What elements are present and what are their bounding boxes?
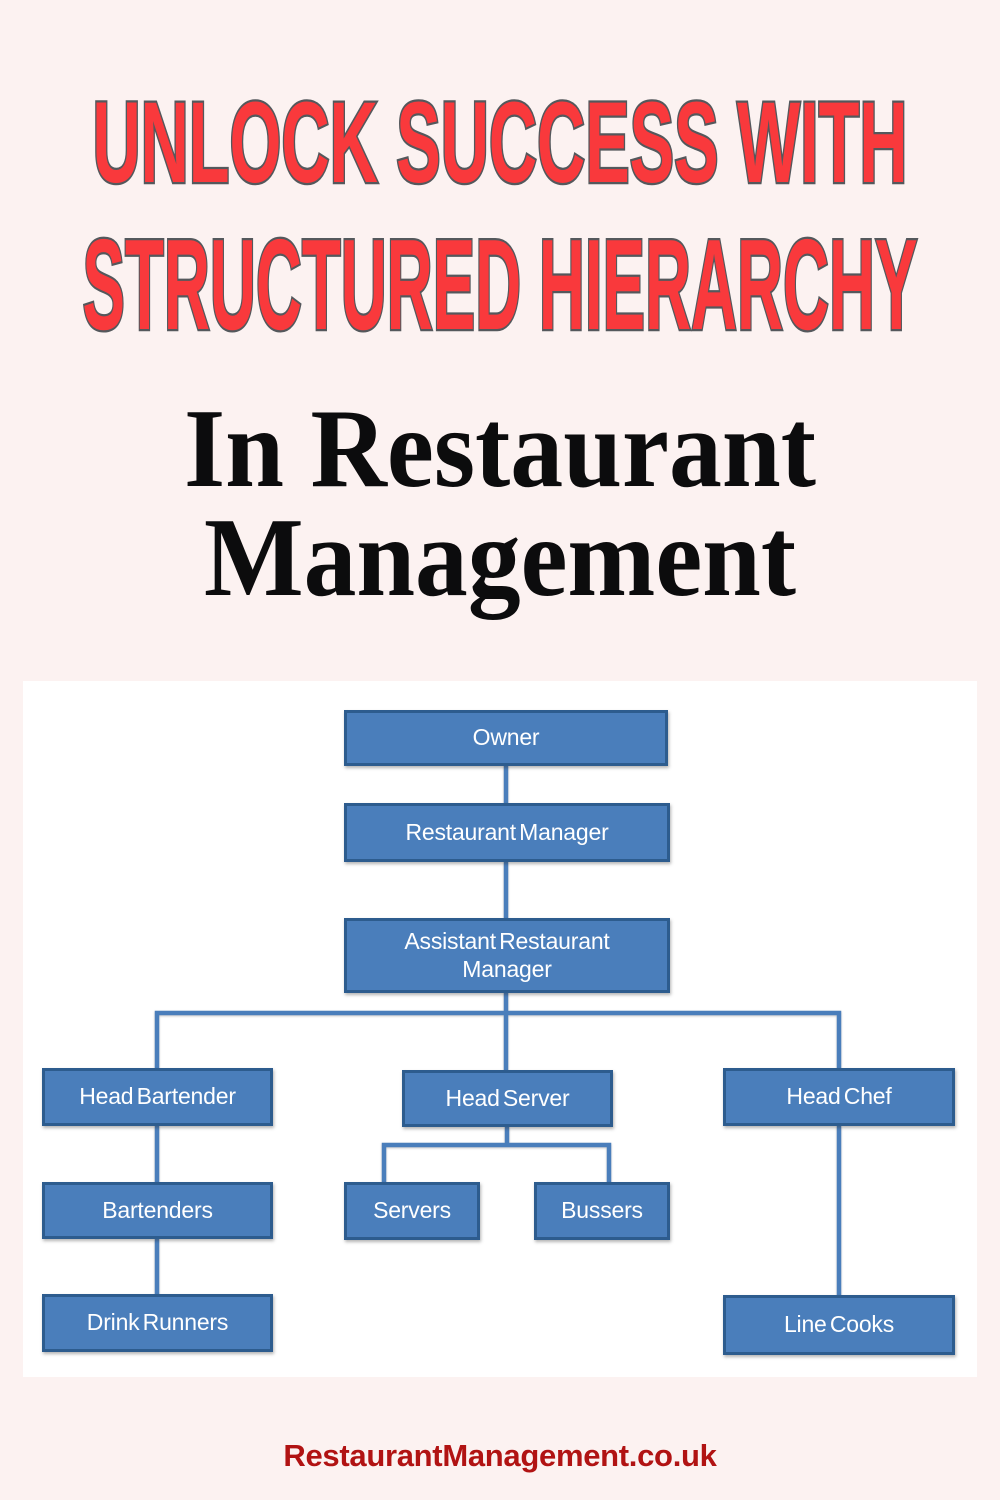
org-node-restaurant-manager: Restaurant Manager xyxy=(344,803,670,862)
org-chart-panel: Owner Restaurant Manager Assistant Resta… xyxy=(23,681,977,1377)
org-node-assistant-restaurant-manager: Assistant Restaurant Manager xyxy=(344,918,670,993)
headline-line-1: UNLOCK SUCCESS WITH xyxy=(93,79,908,207)
org-node-head-chef: Head Chef xyxy=(723,1068,955,1126)
org-node-bartenders: Bartenders xyxy=(42,1182,273,1239)
org-node-head-server: Head Server xyxy=(402,1070,613,1127)
org-node-head-chef-label: Head Chef xyxy=(786,1083,892,1110)
org-node-servers-label: Servers xyxy=(373,1197,451,1224)
subheadline-line-2: Management xyxy=(204,496,796,620)
org-node-head-bartender: Head Bartender xyxy=(42,1068,273,1126)
org-node-drink-runners: Drink Runners xyxy=(42,1294,273,1352)
subheadline-line-1: In Restaurant xyxy=(184,387,816,511)
org-node-owner-label: Owner xyxy=(472,724,540,751)
org-node-head-server-label: Head Server xyxy=(445,1084,570,1111)
org-node-head-bartender-label: Head Bartender xyxy=(79,1083,236,1110)
headline-line-2: STRUCTURED HIERARCHY xyxy=(83,213,918,350)
org-node-line-cooks: Line Cooks xyxy=(723,1295,955,1355)
org-node-bussers-label: Bussers xyxy=(561,1197,643,1224)
org-node-bussers: Bussers xyxy=(534,1182,670,1240)
footer-website-url: RestaurantManagement.co.uk xyxy=(283,1438,717,1473)
subheadline: In Restaurant Management xyxy=(184,387,816,620)
org-chart-connector-lines xyxy=(154,765,842,1295)
headline: UNLOCK SUCCESS WITH STRUCTURED HIERARCHY xyxy=(80,77,920,350)
org-node-owner: Owner xyxy=(344,710,668,766)
org-node-drink-runners-label: Drink Runners xyxy=(86,1309,229,1336)
org-node-restaurant-manager-label: Restaurant Manager xyxy=(405,818,609,845)
org-node-assistant-restaurant-manager-label: Assistant Restaurant Manager xyxy=(404,928,610,982)
org-node-line-cooks-label: Line Cooks xyxy=(783,1311,895,1338)
org-node-bartenders-label: Bartenders xyxy=(102,1196,213,1223)
org-node-servers: Servers xyxy=(344,1182,480,1240)
